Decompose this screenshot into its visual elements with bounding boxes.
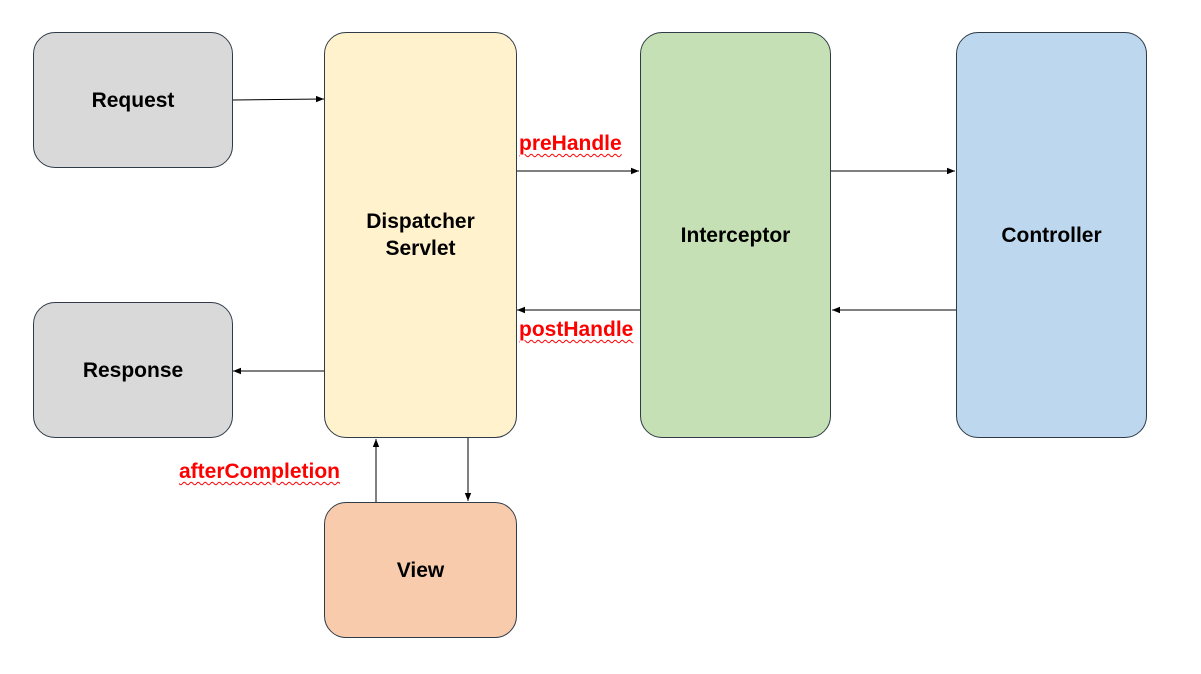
node-controller-label: Controller (1001, 223, 1102, 247)
node-request-label: Request (91, 88, 175, 112)
node-request: Request (33, 32, 233, 168)
node-dispatcher-servlet: Dispatcher Servlet (324, 32, 517, 438)
node-view: View (324, 502, 517, 638)
edge-label-aftercompletion: afterCompletion (179, 460, 341, 483)
node-interceptor-label: Interceptor (680, 223, 791, 247)
node-view-label: View (396, 558, 445, 582)
node-dispatcher-label: Dispatcher Servlet (366, 210, 475, 260)
edge-label-posthandle: postHandle (519, 318, 634, 341)
node-interceptor: Interceptor (640, 32, 831, 438)
node-response: Response (33, 302, 233, 438)
edge-label-prehandle: preHandle (519, 132, 622, 155)
edge-request-to-dispatcher (232, 95, 325, 103)
node-controller: Controller (956, 32, 1147, 438)
node-response-label: Response (82, 358, 184, 382)
